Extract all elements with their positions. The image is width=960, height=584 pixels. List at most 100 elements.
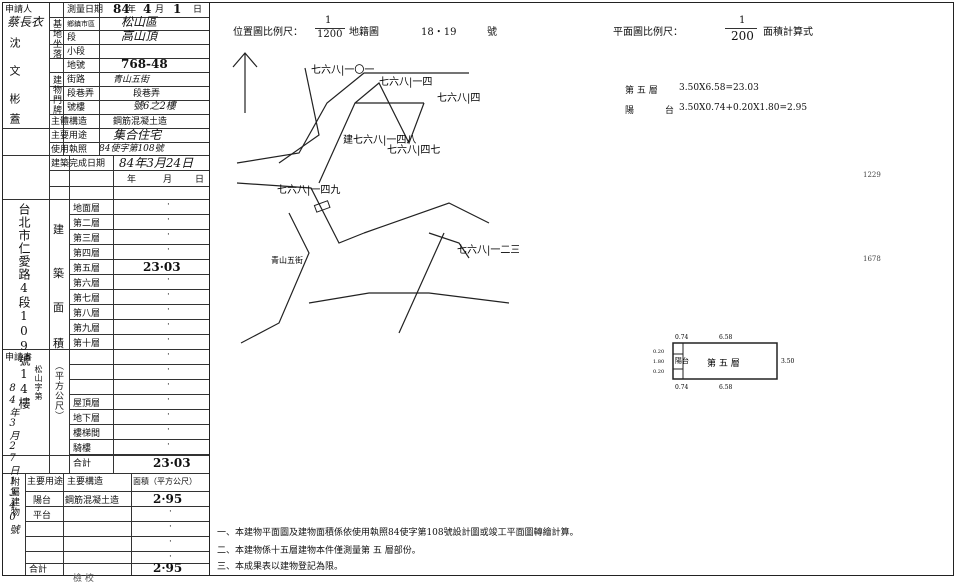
total-area: 23·03 bbox=[153, 456, 191, 470]
floor-row-line bbox=[69, 304, 209, 305]
bottom-stamp: 檢 校 bbox=[73, 574, 94, 584]
location-scale-label: 位置圖比例尺： bbox=[233, 27, 303, 38]
floor-name: 第七層 bbox=[73, 294, 101, 304]
floor-area: · bbox=[167, 440, 170, 450]
balcony-formula: 3.50X0.74+0.20X1.80=2.95 bbox=[679, 103, 808, 113]
location-scale-den: 1200 bbox=[317, 29, 343, 40]
floor-row-line bbox=[69, 394, 209, 395]
completion-value: 84年3月24日 bbox=[119, 156, 194, 170]
street-note: 青山五街 bbox=[271, 255, 303, 265]
parcel-label-7: 七六八|一二三 bbox=[457, 244, 519, 256]
floor-name: 第二層 bbox=[73, 219, 101, 229]
floor-row-line bbox=[69, 424, 209, 425]
parcel-label-1: 七六八|一〇一 bbox=[311, 64, 374, 76]
svg-text:6.58: 6.58 bbox=[719, 334, 733, 341]
floor-row-line bbox=[69, 214, 209, 215]
floor-area: · bbox=[167, 395, 170, 405]
use-value: 集合住宅 bbox=[113, 128, 162, 142]
floor-row-line bbox=[69, 454, 209, 455]
floor-name: 屋頂層 bbox=[73, 399, 101, 409]
north-arrow bbox=[232, 52, 258, 113]
district-value: 松山區 bbox=[121, 15, 158, 29]
floor-area: 23·03 bbox=[143, 260, 181, 274]
plan-scale-den: 200 bbox=[731, 29, 754, 43]
floor-row-line bbox=[69, 259, 209, 260]
floor-area: · bbox=[167, 335, 170, 345]
floor-row-line bbox=[69, 409, 209, 410]
lot-value: 768-48 bbox=[121, 57, 168, 71]
side-address: 台北市仁愛路4段109號14樓 bbox=[17, 203, 31, 410]
applicant-name: 蔡長衣 bbox=[7, 15, 44, 29]
floor-area: · bbox=[167, 425, 170, 435]
attached-total: 2·95 bbox=[153, 561, 183, 575]
svg-text:3.50: 3.50 bbox=[781, 358, 795, 365]
stamp-number-2: 1678 bbox=[863, 255, 881, 263]
svg-text:1.80: 1.80 bbox=[653, 359, 664, 365]
floor-row-line bbox=[69, 349, 209, 350]
floor-name: 地面層 bbox=[73, 204, 101, 214]
floor-name: 第九層 bbox=[73, 324, 101, 334]
survey-date-label: 測量日期 bbox=[67, 5, 104, 15]
floor-area: · bbox=[167, 380, 170, 390]
floor-name: 第三層 bbox=[73, 234, 101, 244]
floor-name: 第五層 bbox=[73, 264, 101, 274]
floor-row-line bbox=[69, 289, 209, 290]
svg-text:0.20: 0.20 bbox=[653, 349, 664, 355]
floor-name: 地下層 bbox=[73, 414, 101, 424]
floor-area: · bbox=[167, 230, 170, 240]
location-label: 基地坐落 bbox=[51, 19, 61, 59]
floor-area: · bbox=[167, 275, 170, 285]
svg-text:0.20: 0.20 bbox=[653, 369, 664, 375]
floor-area: · bbox=[167, 365, 170, 375]
floor-area: · bbox=[167, 350, 170, 360]
parcel-label-5: 七六八|四七 bbox=[387, 144, 440, 156]
cadastral-value: 18・19 bbox=[421, 27, 457, 38]
floor-row-line bbox=[69, 319, 209, 320]
svg-text:6.58: 6.58 bbox=[719, 384, 733, 391]
floor-name: 樓梯間 bbox=[73, 429, 101, 439]
section-value: 高山頂 bbox=[121, 29, 158, 43]
note-1: 一、本建物平面圖及建物面積係依使用執照84使字第108號設計圖或竣工平面圖轉繪計… bbox=[217, 528, 579, 538]
floor-row-line bbox=[69, 439, 209, 440]
attached-label: 附屬建物 bbox=[9, 477, 19, 517]
floor-row-line bbox=[69, 364, 209, 365]
permit-value: 84使字第108號 bbox=[99, 144, 164, 154]
plan-scale-label: 平面圖比例尺： bbox=[613, 27, 683, 38]
floor-area: · bbox=[167, 200, 170, 210]
floor-area: · bbox=[167, 215, 170, 225]
attached-use: 平台 bbox=[33, 511, 52, 521]
floor-row-line bbox=[69, 229, 209, 230]
stamp-number-1: 1229 bbox=[863, 171, 881, 179]
floor-formula: 3.50X6.58=23.03 bbox=[679, 83, 759, 93]
floor-name: 第六層 bbox=[73, 279, 101, 289]
left-info-table: 申請人 蔡長衣 測量日期 84 年 4 月 1 日 基地坐落 鄉鎮市區 松山區 … bbox=[3, 3, 210, 575]
parcel-label-4: 建七六八|一四八 bbox=[343, 133, 416, 146]
floor-area: · bbox=[167, 245, 170, 255]
attached-structure: 鋼筋混凝土造 bbox=[65, 496, 120, 506]
applicant-label: 申請人 bbox=[5, 5, 33, 15]
floor-area: · bbox=[167, 320, 170, 330]
structure-value: 鋼筋混凝土造 bbox=[113, 117, 168, 127]
floor-area: · bbox=[167, 410, 170, 420]
attached-area: · bbox=[169, 507, 172, 517]
plan-floor-label: 第 五 層 bbox=[707, 357, 740, 369]
floor-row-line bbox=[69, 334, 209, 335]
number-value: 號6之2樓 bbox=[133, 101, 176, 112]
floor-row-line bbox=[69, 379, 209, 380]
survey-day: 1 bbox=[173, 2, 182, 16]
parcel-label-6: 七六八|一四九 bbox=[277, 184, 340, 196]
address-label: 建物門牌 bbox=[51, 75, 61, 115]
floor-plan: 第 五 層 陽台 6.58 6.58 0.74 0.74 3.50 0.20 1… bbox=[653, 334, 795, 391]
attached-area: · bbox=[169, 537, 172, 547]
survey-year: 84 bbox=[113, 2, 130, 16]
floor-area: · bbox=[167, 290, 170, 300]
parcel-label-2: 七六八|一四 bbox=[379, 76, 432, 88]
attached-area: 2·95 bbox=[153, 492, 183, 506]
location-map: 七六八|一〇一 七六八|一四 七六八|四 建七六八|一四八 七六八|四七 七六八… bbox=[232, 52, 519, 344]
svg-text:0.74: 0.74 bbox=[675, 334, 689, 341]
note-2: 二、本建物係十五層建物本件僅測量第 五 層部份。 bbox=[217, 546, 421, 556]
attached-area: · bbox=[169, 552, 172, 562]
parcel-label-3: 七六八|四 bbox=[437, 92, 480, 104]
survey-month: 4 bbox=[143, 2, 152, 16]
